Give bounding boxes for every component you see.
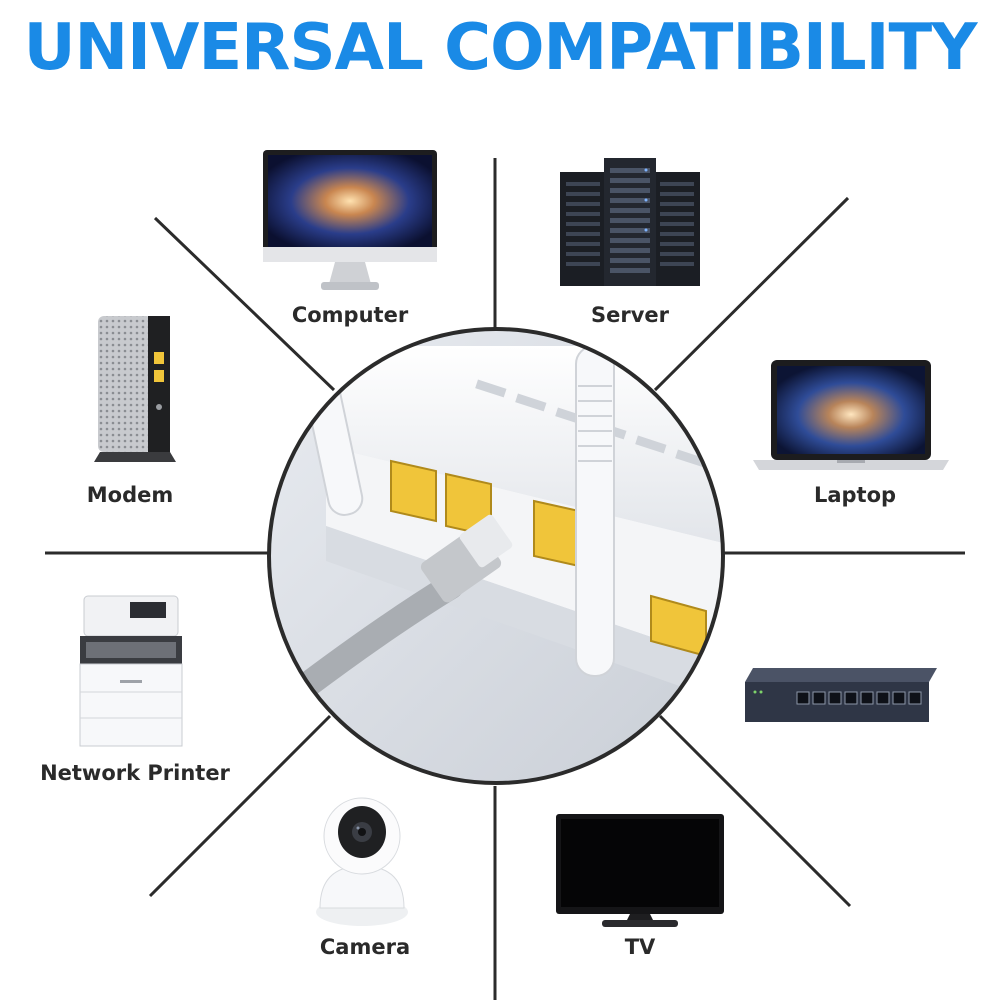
device-label-laptop: Laptop bbox=[813, 483, 897, 507]
laptop-icon bbox=[753, 360, 949, 470]
device-label-modem: Modem bbox=[86, 483, 174, 507]
device-label-server: Server bbox=[590, 303, 669, 327]
network-switch-icon bbox=[745, 668, 937, 722]
modem-icon bbox=[94, 316, 176, 462]
line-bottom-right bbox=[658, 714, 852, 908]
desktop-monitor-icon bbox=[263, 150, 437, 290]
device-label-tv: TV bbox=[624, 935, 656, 959]
page-title: UNIVERSAL COMPATIBILITY bbox=[23, 11, 978, 85]
device-label-camera: Camera bbox=[319, 935, 411, 959]
line-bottom-left bbox=[148, 714, 332, 898]
router-hub-image bbox=[267, 327, 725, 785]
security-camera-icon bbox=[316, 797, 408, 926]
device-label-network-printer: Network Printer bbox=[40, 761, 230, 785]
line-top-left bbox=[153, 216, 336, 392]
line-top-right bbox=[653, 196, 850, 392]
server-rack-icon bbox=[560, 158, 700, 286]
printer-icon bbox=[79, 595, 183, 747]
device-label-computer: Computer bbox=[291, 303, 409, 327]
television-icon bbox=[556, 814, 724, 927]
